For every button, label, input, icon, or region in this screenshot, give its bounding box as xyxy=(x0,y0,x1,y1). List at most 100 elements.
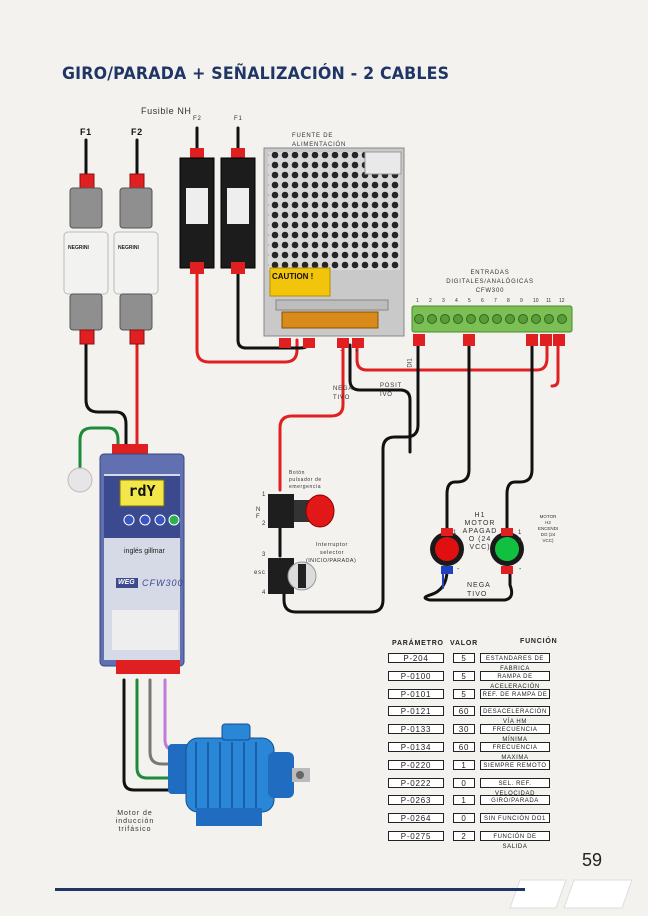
terminal-number: 2 xyxy=(429,298,432,304)
header-valor: VALOR xyxy=(450,640,478,647)
funcion-cell: DESACELERACIÓN VÍA HM xyxy=(480,706,550,725)
funcion-cell: RAMPA DE ACELERACIÓN xyxy=(480,670,550,690)
interruptor-label-2: selector xyxy=(320,550,345,556)
header-parametro: PARÁMETRO xyxy=(392,640,444,647)
emergency-num-2: 2 xyxy=(262,521,267,527)
di1-label: DI1 xyxy=(407,358,414,368)
wire-psu-negative-to-emergency xyxy=(278,343,345,492)
lamp-h2-green xyxy=(490,528,524,574)
wire-motor-x xyxy=(163,678,187,752)
terminal-number: 9 xyxy=(520,298,523,304)
param-cell: P-0264 xyxy=(388,813,444,824)
h1-minus: - xyxy=(457,566,461,573)
valor-cell: 60 xyxy=(453,742,475,752)
boton-label-1: Botón xyxy=(289,470,306,476)
param-cell: P-0222 xyxy=(388,777,444,788)
positivo-label-1: POSIT xyxy=(380,383,403,389)
valor-cell: 5 xyxy=(453,653,475,663)
valor-cell: 0 xyxy=(453,777,475,788)
terminal-number: 10 xyxy=(533,298,539,304)
wire-fuse-to-psu-red xyxy=(195,270,299,364)
small-fuse-f1 xyxy=(220,148,256,274)
wire-motor-u xyxy=(122,678,177,792)
f2-label: F2 xyxy=(131,127,143,137)
terminal-number: 11 xyxy=(546,298,552,304)
page-number: 59 xyxy=(582,850,603,870)
wire-ground xyxy=(78,426,120,472)
valor-cell: 30 xyxy=(453,724,475,735)
fuente-label-2: ALIMENTACIÓN xyxy=(292,142,347,148)
valor-cell: 5 xyxy=(453,688,475,699)
wire-terminal-12 xyxy=(550,343,560,388)
vfd-model: CFW300 xyxy=(142,578,184,588)
terminal-number: 6 xyxy=(481,298,484,304)
ground-plug xyxy=(67,467,93,493)
h1-label-1: H1 xyxy=(474,512,486,519)
lamp-h1-red xyxy=(430,528,464,574)
param-cell: P-0263 xyxy=(388,795,444,806)
psu-minus-label: - xyxy=(340,348,343,354)
small-fuse-f2 xyxy=(179,148,215,274)
negativo2-label-1: NEGA xyxy=(467,582,491,589)
param-cell: P-0133 xyxy=(388,724,444,735)
emergency-f-label: F xyxy=(256,514,261,520)
param-cell: P-0275 xyxy=(388,831,444,841)
fuse-brand-f2: NEGRINI xyxy=(118,245,139,251)
param-cell: P-0121 xyxy=(388,706,444,717)
f2-small-label: F2 xyxy=(193,116,202,122)
negativo2-label-2: TIVO xyxy=(467,591,488,598)
funcion-cell: SIN FUNCIÓN DO1 xyxy=(480,813,550,824)
valor-cell: 1 xyxy=(453,795,475,806)
wire-di1 xyxy=(282,343,420,614)
page-title: GIRO/PARADA + SEÑALIZACIÓN - 2 CABLES xyxy=(62,64,450,84)
wire-lamp-negatives xyxy=(423,568,514,602)
entradas-label-1: ENTRADAS xyxy=(470,270,510,276)
wire-motor-v xyxy=(135,678,177,780)
selector-num-3: 3 xyxy=(262,552,267,558)
funcion-cell: REF. DE RAMPA DE xyxy=(480,688,550,699)
fuse-brand-f1: NEGRINI xyxy=(68,245,89,251)
terminal-block xyxy=(411,305,573,346)
power-supply xyxy=(263,147,405,348)
vfd-display-text: rdY xyxy=(128,482,156,500)
h1-num-1: 1 xyxy=(453,530,458,536)
motor-label-2: inducción xyxy=(115,818,155,825)
fusible-nh-label: Fusible NH xyxy=(141,106,192,116)
vfd-logo: WEG xyxy=(118,579,135,586)
fuente-label-1: FUENTE DE xyxy=(292,133,334,139)
param-cell: P-0134 xyxy=(388,742,444,752)
funcion-cell: FUNCIÓN DE SALIDA xyxy=(480,831,550,850)
h2-label-5: VCC) xyxy=(542,538,554,543)
wire-terminal-5 xyxy=(445,343,471,530)
boton-label-2: pulsador de xyxy=(289,477,322,483)
param-cell: P-0101 xyxy=(388,688,444,699)
footer-line xyxy=(55,888,525,891)
f1-small-label: F1 xyxy=(234,116,243,122)
funcion-cell: GIRO/PARADA xyxy=(480,795,550,806)
terminal-number: 5 xyxy=(468,298,471,304)
negativo-label-2: TIVO xyxy=(333,395,351,401)
wire-psu-negative-black xyxy=(348,343,412,454)
induction-motor xyxy=(168,723,310,826)
funcion-cell: FRECUENCIA MÍNIMA xyxy=(480,724,550,743)
header-funcion: FUNCIÓN xyxy=(520,638,558,645)
valor-cell: 5 xyxy=(453,670,475,681)
terminal-number: 1 xyxy=(416,298,419,304)
motor-label-1: Motor de xyxy=(117,810,153,817)
terminal-number: 12 xyxy=(559,298,565,304)
boton-label-3: emergencia xyxy=(289,484,322,490)
h2-label-4: DO (24 xyxy=(540,532,556,537)
h2-minus: - xyxy=(519,566,523,573)
emergency-n-label: N xyxy=(256,507,262,513)
selector-switch xyxy=(268,558,317,594)
negativo-label-1: NEGA xyxy=(333,386,354,392)
footer-decoration xyxy=(509,879,633,909)
funcion-cell: FRECUENCIA MAXIMA xyxy=(480,742,550,761)
h1-label-2: MOTOR xyxy=(464,520,496,527)
h1-label-5: VCC) xyxy=(469,544,491,551)
wire-f1-to-vfd xyxy=(84,338,128,446)
caution-label: CAUTION ! xyxy=(272,272,314,281)
valor-cell: 1 xyxy=(453,759,475,770)
emergency-num-1: 1 xyxy=(262,492,267,498)
